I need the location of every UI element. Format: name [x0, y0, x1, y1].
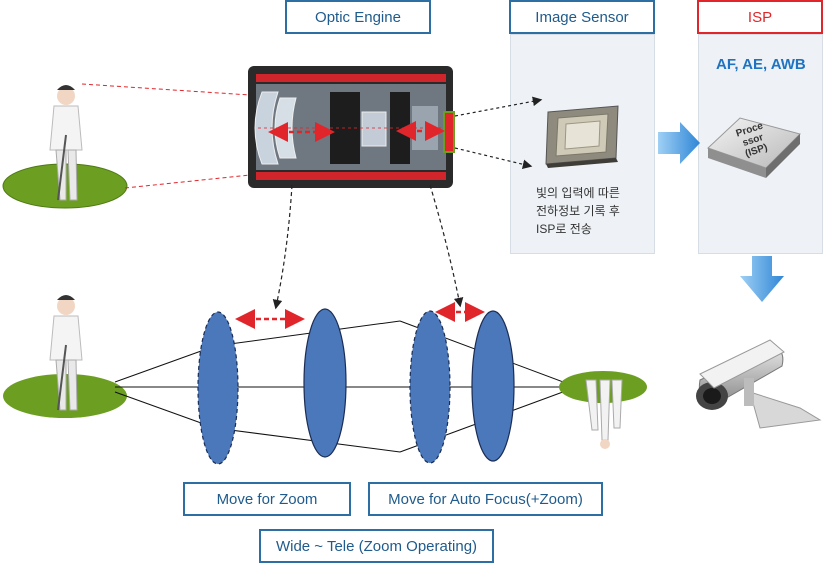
golfer-icon	[3, 295, 127, 418]
golfer-icon	[2, 85, 128, 209]
inverted-image-icon	[559, 371, 647, 449]
move-for-zoom-label: Move for Zoom	[183, 482, 351, 516]
sensor-caption-line3: ISP로 전송	[536, 222, 592, 236]
move-for-auto-focus-label: Move for Auto Focus(+Zoom)	[368, 482, 603, 516]
cctv-camera-icon	[696, 339, 822, 429]
af-ae-awb-text: AF, AE, AWB	[716, 56, 806, 73]
sensor-chip-icon	[545, 105, 619, 168]
focus-lens-1	[409, 310, 451, 464]
sensor-caption-line1: 빛의 입력에 따른	[536, 186, 620, 200]
sensor-caption-line2: 전하정보 기록 후	[536, 204, 620, 218]
light-rays	[114, 320, 600, 453]
optic-engine-label: Optic Engine	[285, 0, 431, 34]
image-sensor-label: Image Sensor	[509, 0, 655, 34]
zoom-lens-1	[197, 311, 239, 465]
focus-lens-2	[471, 310, 515, 462]
isp-label: ISP	[697, 0, 823, 34]
wide-tele-label: Wide ~ Tele (Zoom Operating)	[259, 529, 494, 563]
zoom-lens-2	[303, 308, 347, 458]
flow-arrow-right-icon	[658, 122, 700, 164]
lens-module-icon	[248, 66, 455, 188]
flow-arrow-down-icon	[740, 256, 784, 302]
sensor-caption: 빛의 입력에 따른 전하정보 기록 후 ISP로 전송	[536, 184, 620, 238]
processor-chip-icon	[707, 117, 801, 178]
